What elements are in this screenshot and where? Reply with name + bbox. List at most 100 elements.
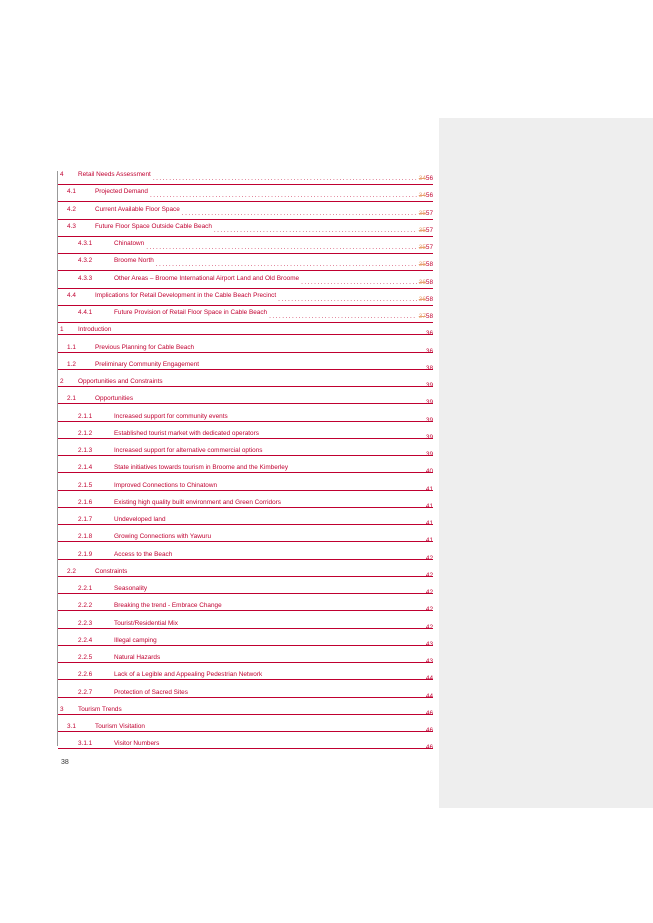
toc-entry-page: 46 xyxy=(426,709,433,719)
deletion-strike xyxy=(58,696,433,698)
toc-leader-dots: ........................................… xyxy=(230,416,424,426)
toc-entry-page-new: 58 xyxy=(425,278,433,286)
toc-entry-page-old: 37 xyxy=(418,313,426,320)
toc-entry-page-new: 58 xyxy=(425,261,433,269)
toc-entry-number: 2.2.2 xyxy=(78,602,93,610)
deletion-strike xyxy=(58,610,433,612)
toc-entry-page: 42 xyxy=(426,554,433,564)
deletion-strike xyxy=(58,420,433,422)
insertion-underline xyxy=(58,287,433,289)
toc-leader-dots: ........................................… xyxy=(159,640,424,650)
toc-entry-number: 4.1 xyxy=(67,188,76,196)
toc-entry-number: 2.2.6 xyxy=(78,671,93,679)
toc-entry-page: 42 xyxy=(426,605,433,615)
toc-leader-dots: ........................................… xyxy=(290,467,424,477)
toc-entry[interactable]: 2.1Opportunities39......................… xyxy=(58,394,435,411)
toc-entry-page: 3557 xyxy=(419,209,433,219)
toc-entry-page-old: 35 xyxy=(418,244,426,251)
toc-entry-page: 42 xyxy=(426,623,433,633)
toc-entry-number: 2.2 xyxy=(67,567,76,575)
deletion-strike xyxy=(58,472,433,474)
toc-entry-page: 41 xyxy=(426,502,433,512)
toc-entry-label: Illegal camping xyxy=(114,636,157,644)
toc-entry-number: 2.1.6 xyxy=(78,498,93,506)
deletion-strike xyxy=(58,748,433,750)
toc-entry[interactable]: 4.2 Current Available Floor Space 3557....… xyxy=(58,205,435,222)
toc-entry-page: 43 xyxy=(426,657,433,667)
toc-entry-page-old: 36 xyxy=(418,295,426,303)
toc-leader-dots: ........................................… xyxy=(161,743,424,753)
toc-leader-dots: ........................................… xyxy=(149,588,424,598)
toc-leader-dots: ........................................… xyxy=(146,244,417,251)
toc-entry-number: 2.2.1 xyxy=(78,585,93,592)
toc-entry-number: 2.1.4 xyxy=(78,464,93,472)
deletion-strike xyxy=(58,627,433,629)
toc-entry-label: Increased support for alternative commer… xyxy=(114,447,263,454)
toc-leader-dots: ........................................… xyxy=(181,209,417,217)
toc-leader-dots: ........................................… xyxy=(213,226,417,234)
insertion-underline xyxy=(58,184,433,185)
toc-entry-page: 38 xyxy=(426,364,433,374)
deletion-strike xyxy=(58,524,433,525)
toc-entry-number: 2.1.3 xyxy=(78,447,93,454)
toc-entry-label: Undeveloped land xyxy=(114,516,166,523)
toc-entry[interactable]: 1Introduction36.........................… xyxy=(58,325,435,342)
toc-entry-number: 2.1.9 xyxy=(78,550,93,558)
toc-entry[interactable]: 2.2.4 Illegal camping 43..................… xyxy=(58,636,435,653)
toc-entry-number: 3.1 xyxy=(67,723,76,730)
toc-leader-dots: ........................................… xyxy=(135,398,424,408)
toc-entry-page-new: 58 xyxy=(425,313,433,320)
toc-entry[interactable]: 2.1.3 Increased support for alternative c… xyxy=(58,446,435,463)
toc-leader-dots: ........................................… xyxy=(278,295,417,303)
toc-leader-dots: ........................................… xyxy=(174,554,424,564)
toc-entry-label: Preliminary Community Engagement xyxy=(95,360,200,368)
toc-entry-number: 4.3 xyxy=(67,222,76,230)
toc-entry-number: 2.1 xyxy=(67,395,76,403)
deletion-strike xyxy=(58,713,433,715)
toc-entry-label: Chinatown xyxy=(114,240,145,247)
toc-entry-page: 42 xyxy=(426,571,433,581)
toc-entry-label: Current Available Floor Space xyxy=(95,205,180,213)
toc-entry-page: 39 xyxy=(426,398,433,408)
change-bar xyxy=(57,171,58,746)
toc-entry-number: 2.2.7 xyxy=(78,688,93,696)
toc-entry-number: 4.4.1 xyxy=(78,309,93,316)
toc-entry[interactable]: 2.2.1Seasonality42......................… xyxy=(58,584,435,601)
toc-entry-number: 2.2.4 xyxy=(78,636,93,644)
toc-entry-number: 4.4 xyxy=(67,291,76,299)
toc-entry-page: 43 xyxy=(426,640,433,650)
toc-entry-page: 3658 xyxy=(419,295,433,305)
toc-entry-page: 36 xyxy=(426,329,433,339)
toc-entry-label: Other Areas – Broome International Airpo… xyxy=(114,274,300,282)
toc-entry[interactable]: 2.2Constraints42........................… xyxy=(58,567,435,584)
toc-entry-number: 4.2 xyxy=(67,205,76,213)
toc-entry-page-new: 57 xyxy=(425,244,433,251)
